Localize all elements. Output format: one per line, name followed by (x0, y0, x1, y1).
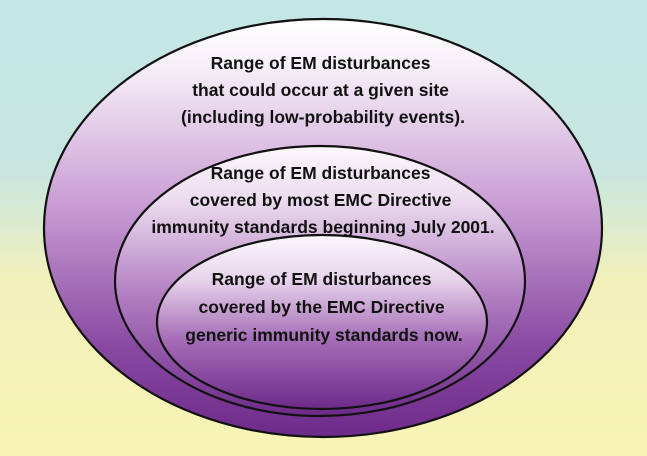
inner-label-line: Range of EM disturbances (212, 269, 432, 289)
middle-label-line: covered by most EMC Directive (190, 190, 452, 210)
outer-label-line: (including low-probability events). (181, 107, 465, 127)
middle-ellipse-label: Range of EM disturbances covered by most… (151, 163, 494, 237)
middle-label-line: Range of EM disturbances (211, 163, 431, 183)
inner-ellipse-label: Range of EM disturbances covered by the … (185, 269, 462, 345)
inner-ellipse-group: Range of EM disturbances covered by the … (155, 233, 489, 411)
inner-label-line: covered by the EMC Directive (199, 297, 445, 317)
outer-label-line: Range of EM disturbances (211, 53, 431, 73)
inner-label-line: generic immunity standards now. (185, 325, 462, 345)
outer-label-line: that could occur at a given site (192, 80, 449, 100)
outer-ellipse-label: Range of EM disturbances that could occu… (181, 53, 465, 127)
middle-label-line: immunity standards beginning July 2001. (151, 217, 494, 237)
inner-ellipse (155, 233, 489, 411)
